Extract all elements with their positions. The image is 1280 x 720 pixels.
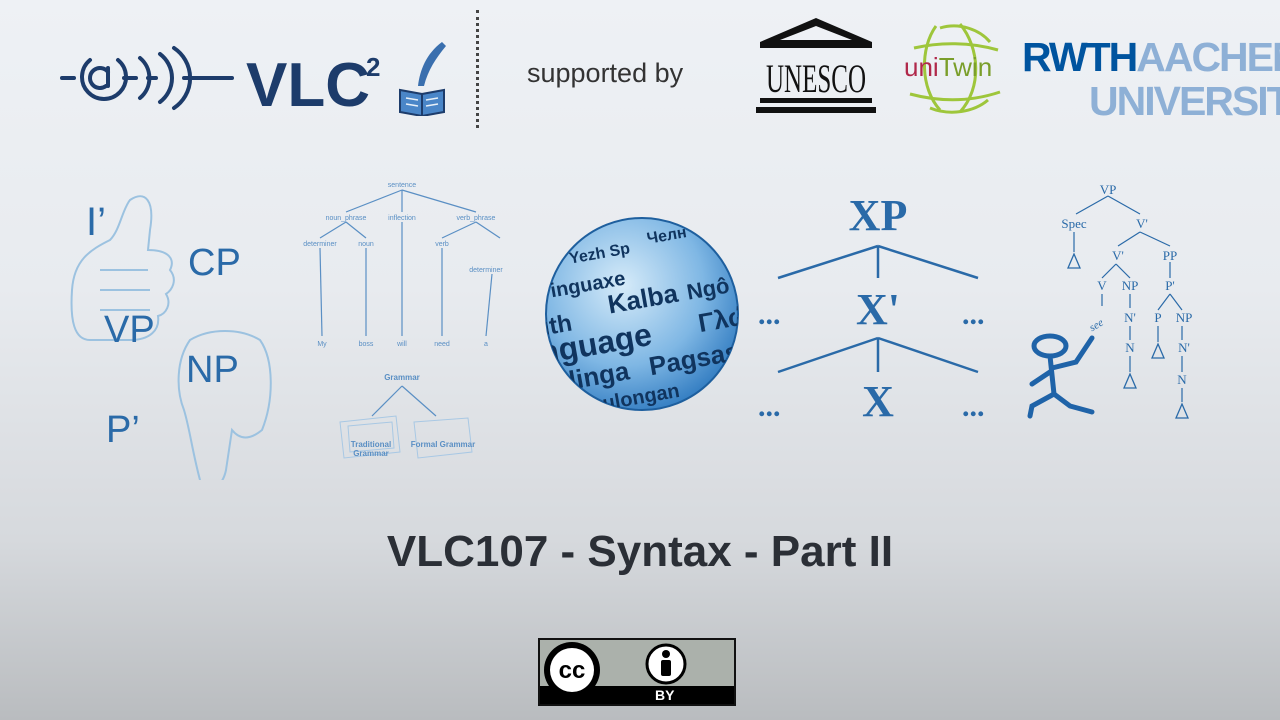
globe-word-2: Челн [646,224,688,248]
vp-node-vbar-1: V' [1136,216,1148,231]
tree-verb: verb [435,241,449,248]
vp-node-vbar-2: V' [1112,248,1124,263]
vp-node-p: P [1154,310,1161,325]
thumbs-down-icon [177,330,272,480]
vp-node-n-2: N [1177,372,1187,387]
globe-word-13: Keel [696,397,732,416]
stick-figure-icon [1027,333,1095,419]
cc-by-badge[interactable]: cc BY [538,638,736,706]
tree-leaf-my: My [317,341,327,348]
grammar-traditional: Traditional Grammar [350,440,392,458]
tree-root: sentence [388,182,417,189]
rwth-university: UNIVERSITY [1089,78,1280,124]
vp-node-np-2: NP [1176,310,1193,325]
cc-by-label: BY [655,687,675,703]
vp-tree-illustration: VP Spec V' V' PP V NP P' N' P NP N N' N … [1027,182,1193,419]
label-vp: VP [104,309,155,351]
label-cp: CP [188,242,241,284]
book-quill-icon [399,42,446,116]
unesco-logo: UNESCO [756,18,876,113]
tree-leaf-boss: boss [359,341,374,348]
xbar-schema: XP X' X ... ... ... ... [758,191,985,426]
vp-node-np-1: NP [1122,278,1139,293]
vp-node-vp: VP [1100,182,1117,197]
cc-badge-icons: cc [544,642,687,698]
xbar-dots-4: ... [962,390,985,423]
tree-leaf-will: will [396,341,407,348]
label-np: NP [186,349,239,391]
tree-inflection: inflection [388,215,416,222]
triangle-icons [1067,252,1189,419]
vp-node-n-1: N [1125,340,1135,355]
globe-word-6: ith [541,310,575,342]
header-divider [476,10,479,128]
vp-node-spec: Spec [1061,216,1087,231]
vlc-waves-icon: VLC 2 [60,46,380,120]
page-title: VLC107 - Syntax - Part II [386,527,894,576]
language-globe-icon: Yezh Sp Челн inguaxe Kalba Ngô ith nguag… [541,217,744,416]
xbar-dots-1: ... [758,298,781,331]
vlc-wordmark: VLC [246,51,370,118]
rwth-logo: RWTHAACHEN UNIVERSITY [1022,37,1280,124]
unitwin-part2: Twin [938,52,993,82]
globe-word-11: ur [732,338,744,361]
grammar-formal: Formal Grammar [410,440,476,449]
thumbs-up-icon [70,195,175,341]
unesco-text: UNESCO [766,56,866,101]
xbar-x: X [862,377,894,426]
unitwin-globe-icon [909,23,1001,114]
xbar-xp: XP [849,191,908,240]
vlc-superscript: 2 [366,52,380,82]
tree-leaf-need: need [434,341,450,348]
tree-noun-phrase: noun_phrase [326,215,367,222]
vp-see-label: see [1087,317,1105,334]
supported-by-label: supported by [527,58,684,88]
thumbs-illustration: I’ CP VP NP P’ [70,195,272,480]
xbar-xbar: X' [856,285,900,334]
vp-node-pbar: P' [1165,278,1175,293]
tree-determiner-2: determiner [469,267,503,274]
vp-node-v: V [1097,278,1107,293]
tree-leaf-a: a [484,341,488,348]
grammar-root: Grammar [384,373,420,382]
vp-node-nbar-1: N' [1124,310,1136,325]
cc-icon: cc [559,657,586,684]
xbar-dots-3: ... [758,390,781,423]
unitwin-logo: uniTwin [900,18,1010,118]
tree-noun: noun [358,241,374,248]
tree-determiner: determiner [303,241,337,248]
unitwin-part1: uni [904,52,939,82]
rwth-bold: RWTH [1022,34,1138,80]
label-p-bar: P’ [106,409,140,451]
vp-node-nbar-2: N' [1178,340,1190,355]
vlc-logo: VLC 2 [60,38,460,120]
label-i-bar: I’ [86,200,106,244]
xbar-dots-2: ... [962,298,985,331]
vp-node-pp: PP [1163,248,1177,263]
sentence-tree-illustration: sentence noun_phrase inflection verb_phr… [303,182,503,459]
tree-verb-phrase: verb_phrase [457,215,496,222]
rwth-aachen: AACHEN [1136,34,1280,80]
